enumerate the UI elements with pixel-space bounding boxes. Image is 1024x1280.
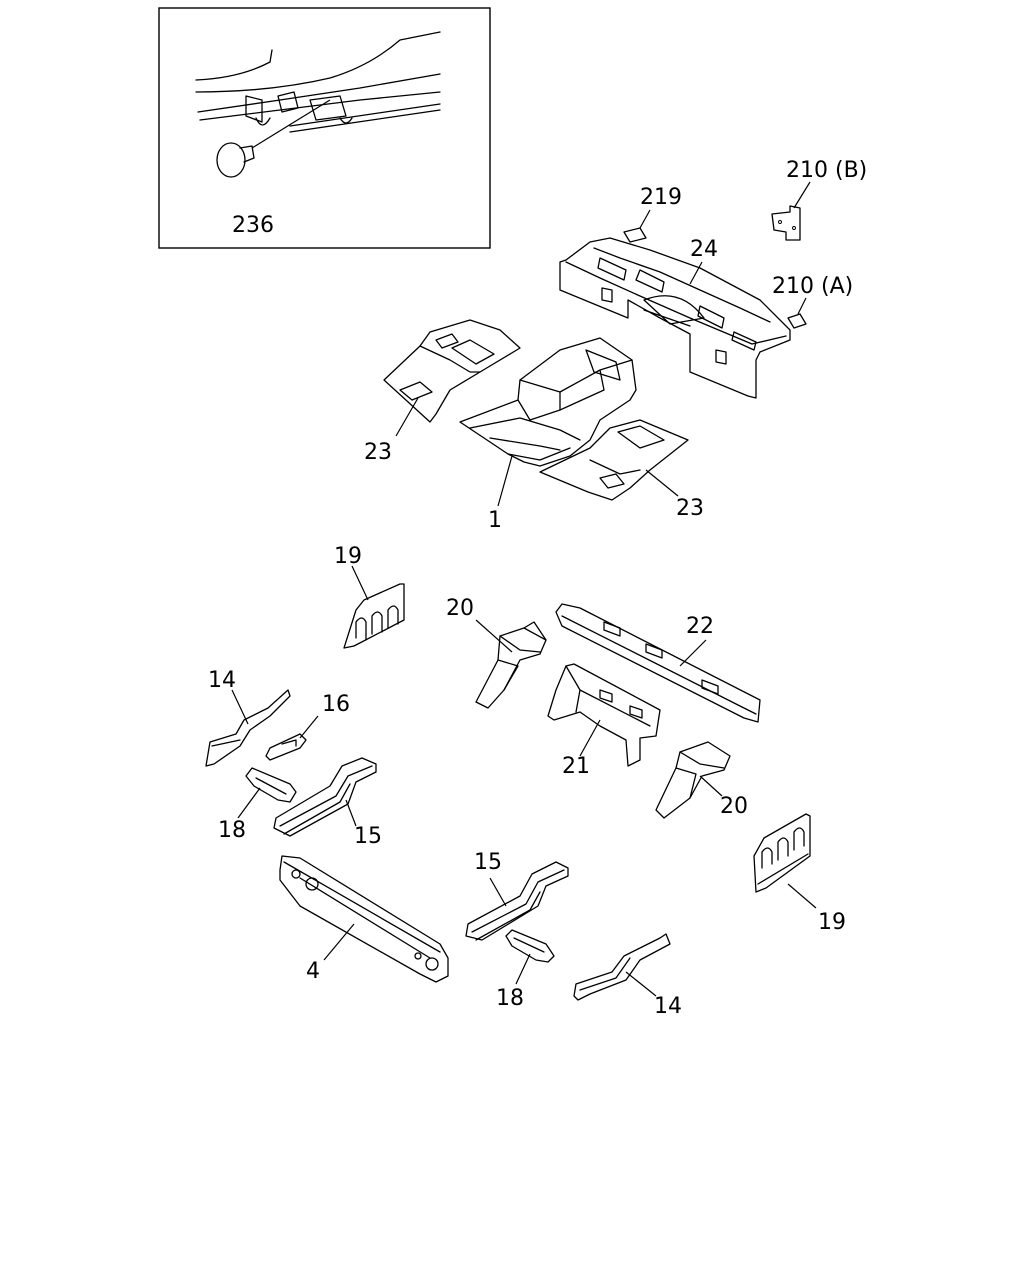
part-24-rear-floor [559,237,791,399]
part-1-floor-tunnel [459,337,637,467]
label-24: 24 [690,237,718,262]
label-219: 219 [640,185,682,210]
label-4: 4 [306,959,320,984]
part-19-left-plate [343,583,405,649]
part-20-lower-bracket [655,741,731,819]
label-16: 16 [322,692,350,717]
label-20-upper: 20 [446,596,474,621]
part-20-upper-bracket [475,621,547,709]
inset-frame [158,7,491,249]
label-14-left: 14 [208,668,236,693]
inset-detail [158,7,491,249]
label-19-right: 19 [818,910,846,935]
label-23-left: 23 [364,440,392,465]
part-18-upper-bracket [245,767,297,803]
label-18-lower: 18 [496,986,524,1011]
part-4-frame-member [279,855,449,983]
label-15-upper: 15 [354,824,382,849]
part-14-lower-rail [573,933,671,1001]
part-15-lower-rail [465,861,569,941]
part-14-left-rail [205,689,291,767]
part-22-crossmember [555,603,761,723]
part-210a [787,313,807,329]
part-21-center-crossmember [547,663,661,767]
label-210a: 210 (A) [772,274,853,299]
label-19-left: 19 [334,544,362,569]
label-236: 236 [232,213,274,238]
part-19-right-plate [753,813,811,893]
label-18-upper: 18 [218,818,246,843]
label-14-lower: 14 [654,994,682,1019]
label-210b: 210 (B) [786,158,867,183]
label-1: 1 [488,508,502,533]
part-210b [771,205,801,241]
label-15-lower: 15 [474,850,502,875]
callout-labels: 236 219 210 (B) 24 210 (A) 23 1 23 19 20… [208,158,867,1019]
label-20-lower: 20 [720,794,748,819]
label-21: 21 [562,754,590,779]
part-23-left-floor [383,319,521,423]
bolt-236-head [216,142,246,178]
part-23-right-floor [539,419,689,501]
label-23-right: 23 [676,496,704,521]
part-16-bracket [265,733,307,761]
part-219 [623,227,647,243]
part-15-upper-rail [273,757,377,837]
label-22: 22 [686,614,714,639]
part-18-lower-bracket [505,929,555,963]
